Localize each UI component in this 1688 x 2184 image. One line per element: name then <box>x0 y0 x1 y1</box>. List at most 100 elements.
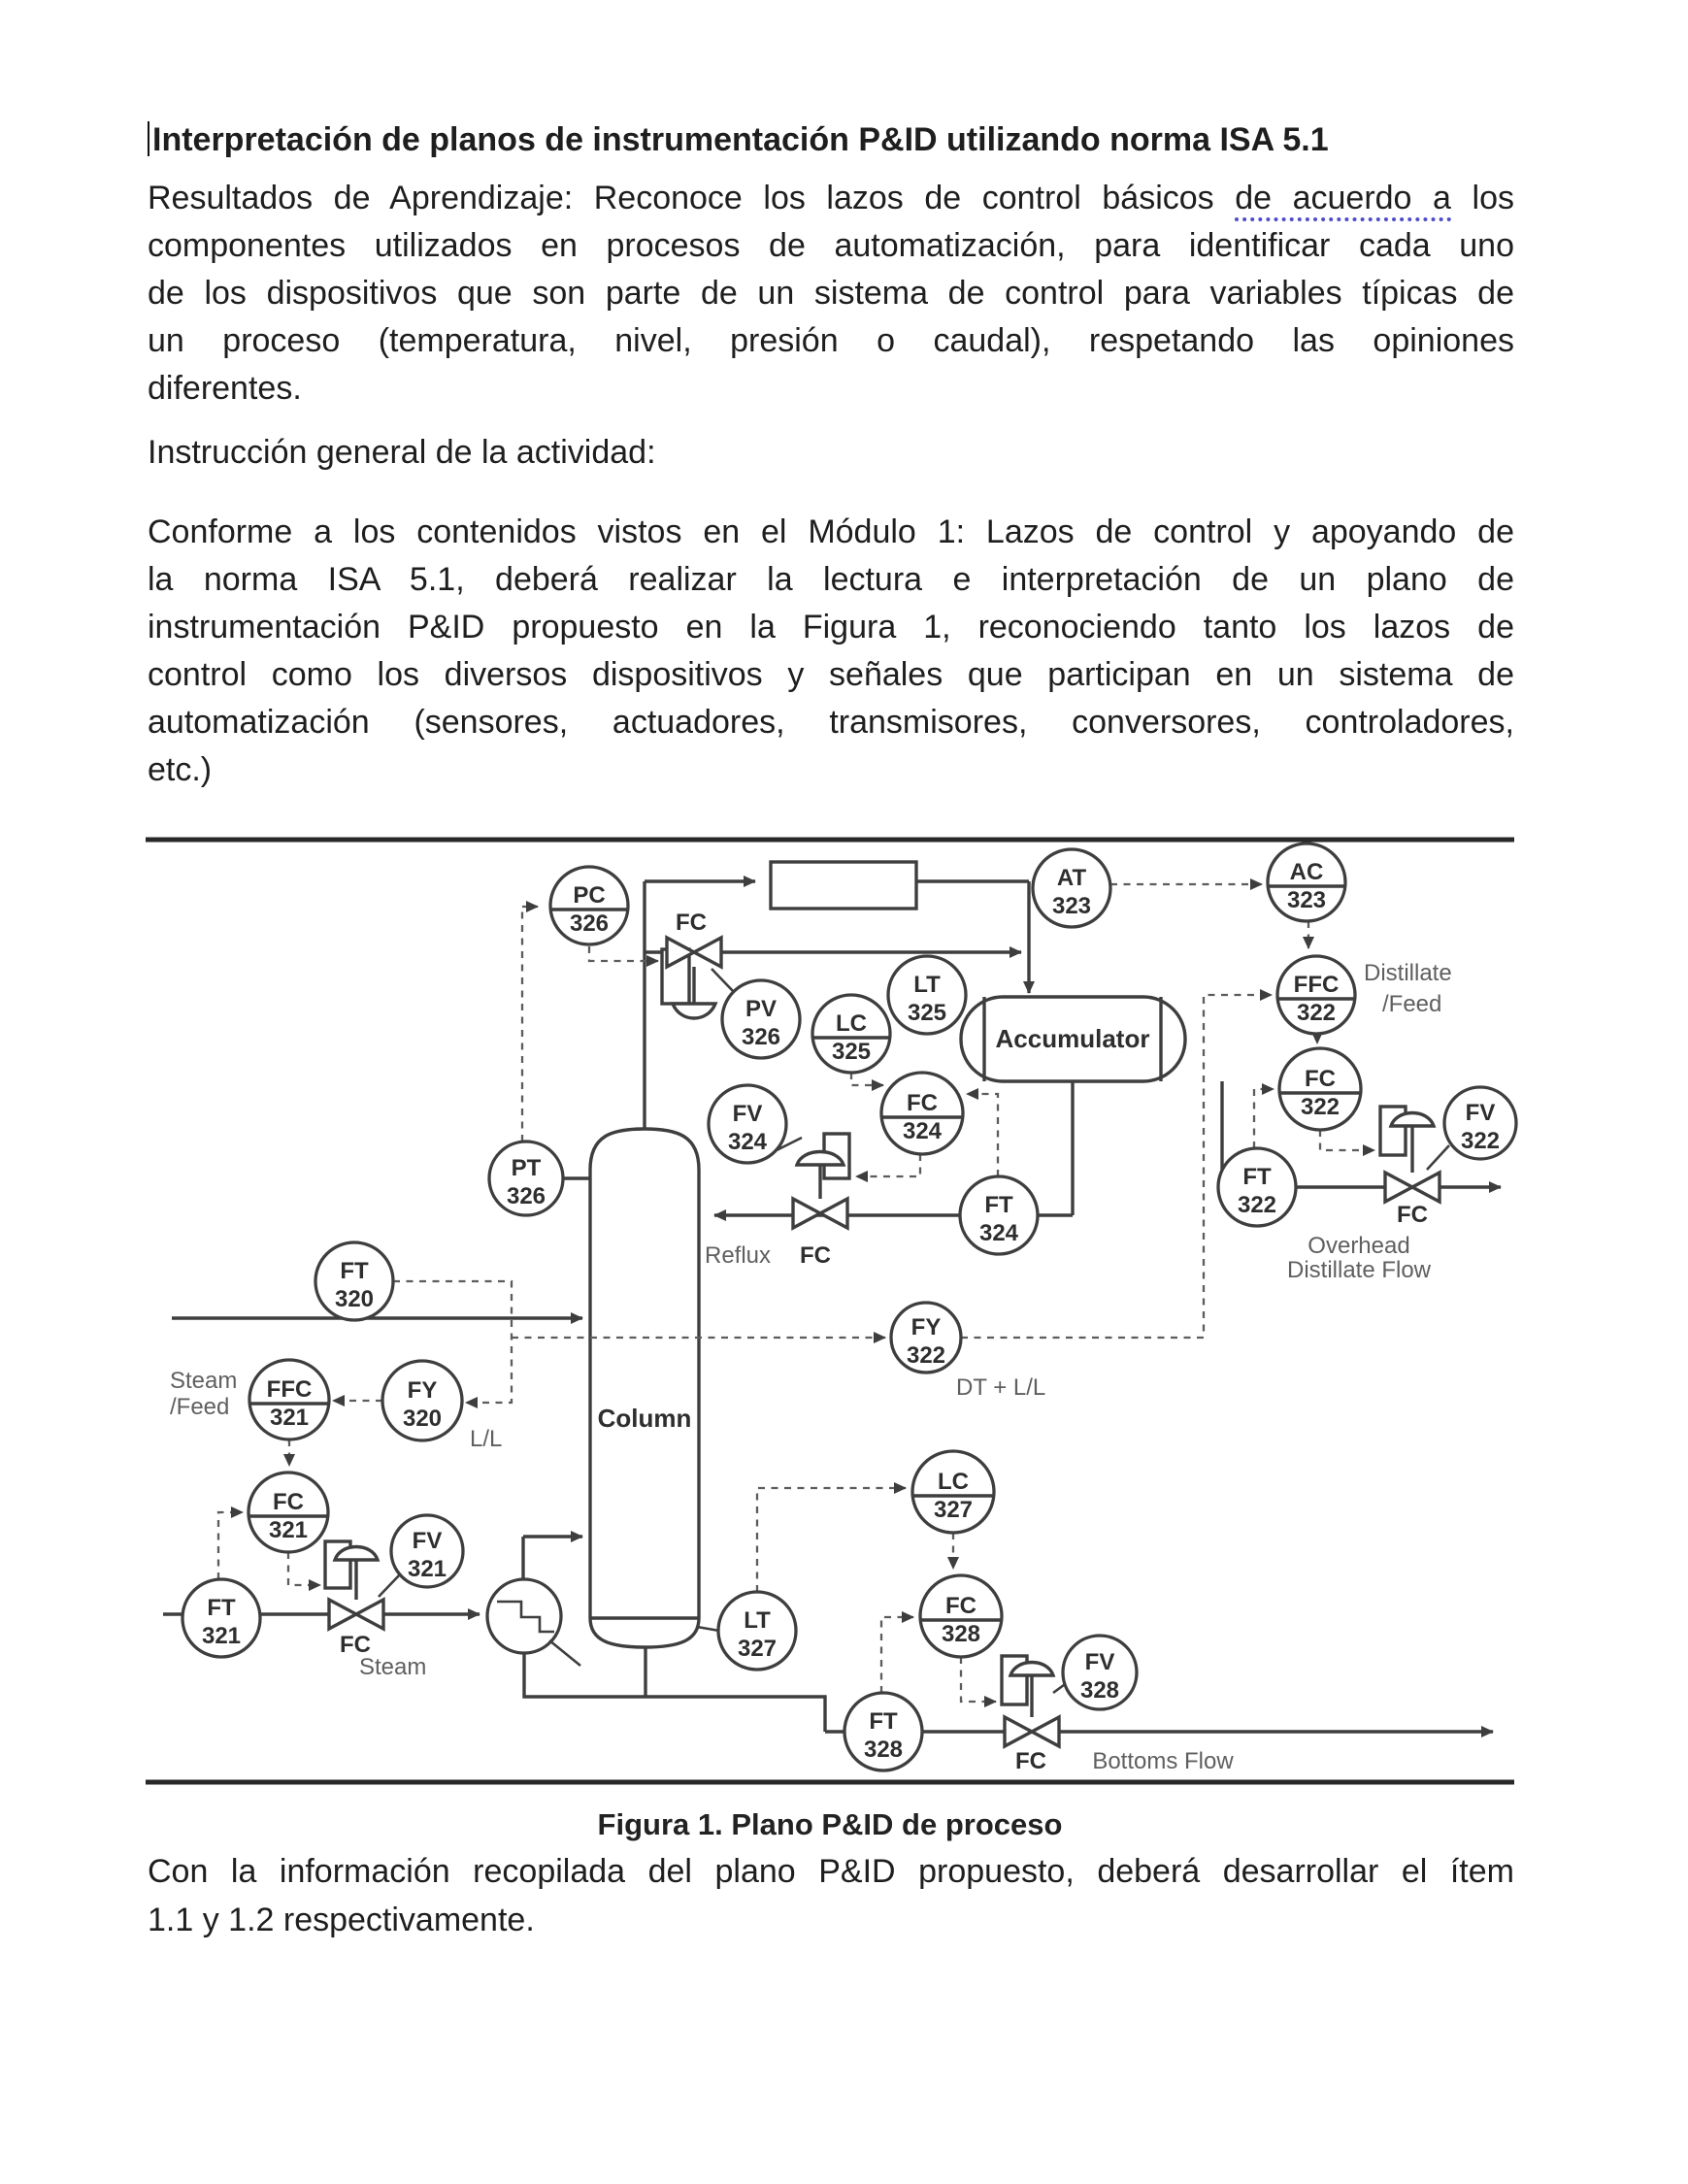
lead-lag-label: L/L <box>470 1426 502 1452</box>
svg-text:325: 325 <box>908 1000 946 1026</box>
svg-text:328: 328 <box>1080 1677 1119 1704</box>
svg-text:324: 324 <box>728 1129 768 1155</box>
svg-text:FT: FT <box>869 1708 898 1735</box>
svg-text:FT: FT <box>207 1595 236 1621</box>
svg-text:321: 321 <box>270 1405 309 1431</box>
reflux-label: Reflux <box>705 1242 771 1269</box>
svg-text:FY: FY <box>911 1314 942 1340</box>
svg-text:PV: PV <box>745 996 777 1022</box>
bottoms-flow-label: Bottoms Flow <box>1092 1748 1234 1774</box>
svg-text:PC: PC <box>573 882 605 909</box>
svg-text:FV: FV <box>1466 1100 1496 1126</box>
svg-text:321: 321 <box>269 1517 308 1543</box>
figure-caption: Figura 1. Plano P&ID de proceso <box>597 1807 1063 1841</box>
paragraph-lines: componentes utilizados en procesos de au… <box>148 222 1514 413</box>
valve-leader-lines <box>378 968 1450 1695</box>
paragraph-line: componentes utilizados en procesos de au… <box>148 227 1514 264</box>
paragraph-line: diferentes. <box>148 370 302 407</box>
svg-text:327: 327 <box>738 1636 777 1662</box>
page-title-text: Interpretación de planos de instrumentac… <box>152 120 1329 158</box>
svg-text:FC: FC <box>273 1489 304 1515</box>
svg-text:PT: PT <box>512 1155 542 1181</box>
svg-text:325: 325 <box>832 1039 871 1065</box>
accumulator-vessel <box>959 995 1187 1083</box>
paragraph-line: instrumentación P&ID propuesto en la Fig… <box>148 609 1514 645</box>
svg-text:328: 328 <box>864 1737 903 1763</box>
paragraph-learning-outcomes: Resultados de Aprendizaje: Reconoce los … <box>148 175 1514 413</box>
bottoms-control-valve <box>1000 1654 1061 1749</box>
svg-text:322: 322 <box>1301 1094 1340 1120</box>
svg-text:322: 322 <box>907 1342 945 1369</box>
steam-feed-label-line1: Steam <box>170 1368 237 1394</box>
svg-text:322: 322 <box>1238 1192 1276 1218</box>
paragraph-line: Conforme a los contenidos vistos en el M… <box>148 513 1514 550</box>
distillate-feed-label-line1: Distillate <box>1364 960 1452 986</box>
valve-fail-label: FC <box>676 910 707 936</box>
paragraph-line: Resultados de Aprendizaje: Reconoce los … <box>148 175 1514 222</box>
paragraph-line: un proceso (temperatura, nivel, presión … <box>148 322 1514 359</box>
paragraph-line: 1.1 y 1.2 respectivamente. <box>148 1902 535 1938</box>
paragraph-line: etc.) <box>148 751 213 788</box>
svg-text:FT: FT <box>1242 1164 1272 1190</box>
paragraph-line: Con la información recopilada del plano … <box>148 1853 1514 1890</box>
steam-feed-label-line2: /Feed <box>170 1394 229 1420</box>
dt-ll-label: DT + L/L <box>956 1374 1045 1401</box>
svg-text:323: 323 <box>1052 893 1091 919</box>
svg-text:324: 324 <box>903 1118 943 1144</box>
svg-text:328: 328 <box>942 1621 980 1647</box>
svg-text:323: 323 <box>1287 887 1326 913</box>
paragraph-instructions: Conforme a los contenidos vistos en el M… <box>148 509 1514 794</box>
svg-text:LC: LC <box>938 1469 969 1495</box>
signal-lines <box>216 878 1375 1707</box>
paragraph-line: automatización (sensores, actuadores, tr… <box>148 704 1514 741</box>
svg-text:FC: FC <box>1305 1066 1336 1092</box>
svg-text:AT: AT <box>1057 865 1087 891</box>
paragraph-closing: Con la información recopilada del plano … <box>148 1847 1514 1944</box>
pressure-control-valve <box>660 935 723 1020</box>
text-segment: los <box>1450 180 1514 216</box>
svg-text:LC: LC <box>836 1010 867 1037</box>
valve-fail-label: FC <box>1015 1748 1046 1774</box>
svg-text:FT: FT <box>984 1192 1013 1218</box>
column-label: Column <box>598 1404 692 1433</box>
overhead-label-line1: Overhead <box>1307 1233 1409 1259</box>
svg-text:FFC: FFC <box>1294 972 1340 998</box>
svg-text:AC: AC <box>1290 859 1324 885</box>
svg-text:FC: FC <box>907 1090 938 1116</box>
valve-fail-label: FC <box>800 1242 831 1269</box>
svg-text:FV: FV <box>413 1528 443 1554</box>
valve-fail-label: FC <box>340 1632 371 1658</box>
svg-text:326: 326 <box>570 910 609 937</box>
paragraph-line: control como los diversos dispositivos y… <box>148 656 1514 693</box>
reflux-control-valve <box>791 1132 851 1231</box>
page-title: Interpretación de planos de instrumentac… <box>148 119 1516 160</box>
overhead-label-line2: Distillate Flow <box>1287 1257 1432 1283</box>
figure-borders <box>146 837 1514 1785</box>
accumulator-label: Accumulator <box>996 1024 1150 1053</box>
steam-label: Steam <box>359 1654 426 1680</box>
svg-text:322: 322 <box>1461 1128 1500 1154</box>
svg-text:LT: LT <box>913 972 941 998</box>
svg-text:326: 326 <box>507 1183 546 1209</box>
svg-text:FFC: FFC <box>267 1376 313 1403</box>
